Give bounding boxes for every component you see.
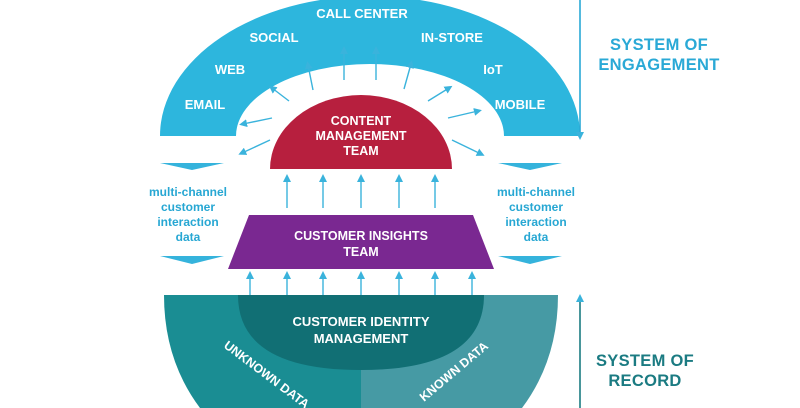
insights-team-line2: TEAM: [343, 245, 378, 259]
record-label-line2: RECORD: [608, 372, 682, 390]
system-of-record-base: [164, 295, 558, 408]
side-chevrons: [160, 163, 562, 264]
left-note-line3: interaction: [157, 215, 218, 229]
identity-to-insight-arrows: [246, 271, 476, 295]
channel-mobile: MOBILE: [495, 97, 546, 112]
left-note-line4: data: [176, 230, 201, 244]
channel-in-store: IN-STORE: [421, 30, 483, 45]
channel-web: WEB: [215, 62, 245, 77]
content-team-line2: MANAGEMENT: [316, 129, 407, 143]
channel-social: SOCIAL: [249, 30, 298, 45]
system-of-record-label: SYSTEM OF RECORD: [586, 351, 704, 391]
system-of-engagement-label: SYSTEM OF ENGAGEMENT: [580, 35, 738, 75]
content-management-team-dome: [270, 95, 452, 169]
insights-team-line1: CUSTOMER INSIGHTS: [294, 229, 428, 243]
left-note-line2: customer: [161, 200, 215, 214]
engagement-label-line2: ENGAGEMENT: [598, 56, 720, 74]
engagement-arch: [160, 0, 580, 136]
content-team-line1: CONTENT: [331, 114, 392, 128]
right-note-line4: data: [524, 230, 549, 244]
identity-line2: MANAGEMENT: [314, 331, 409, 346]
channel-call-center: CALL CENTER: [316, 6, 408, 21]
identity-line1: CUSTOMER IDENTITY: [293, 314, 430, 329]
engagement-label-line1: SYSTEM OF: [609, 36, 709, 54]
right-note-line1: multi-channel: [497, 185, 575, 199]
radiating-arrows: [238, 46, 485, 156]
left-note-line1: multi-channel: [149, 185, 227, 199]
customer-insights-team-trapezoid: [228, 215, 494, 269]
channel-email: EMAIL: [185, 97, 226, 112]
content-team-line3: TEAM: [343, 144, 378, 158]
channel-iot: IoT: [483, 62, 503, 77]
insight-to-content-arrows: [283, 174, 439, 208]
right-note-line3: interaction: [505, 215, 566, 229]
right-note-line2: customer: [509, 200, 563, 214]
customer-identity-dome: [238, 295, 484, 370]
record-label-line1: SYSTEM OF: [595, 352, 695, 370]
